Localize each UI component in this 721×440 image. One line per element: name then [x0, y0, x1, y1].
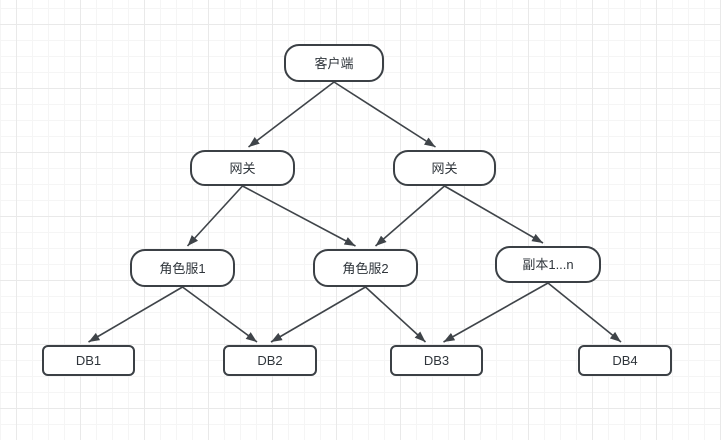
edge-dungeon-db4[interactable]: [547, 282, 622, 343]
edge-client-gateway1[interactable]: [248, 81, 335, 148]
node-role-server-2[interactable]: 角色服2: [313, 249, 418, 287]
node-db1-label: DB1: [75, 353, 102, 368]
node-db2[interactable]: DB2: [223, 345, 317, 376]
node-gateway-1-label: 网关: [229, 160, 256, 176]
edge-gateway2-dungeon[interactable]: [444, 185, 544, 244]
node-db3-label: DB3: [423, 353, 450, 368]
node-db4-label: DB4: [612, 353, 638, 368]
node-role-server-2-label: 角色服2: [342, 260, 389, 276]
edge-gateway1-role2[interactable]: [242, 185, 356, 247]
node-dungeon-instances[interactable]: 副本1...n: [495, 246, 601, 283]
edge-gateway1-role1[interactable]: [186, 185, 244, 247]
node-db1[interactable]: DB1: [42, 345, 135, 376]
edge-gateway2-role2[interactable]: [374, 185, 446, 247]
node-db3[interactable]: DB3: [390, 345, 483, 376]
edge-dungeon-db3[interactable]: [443, 282, 549, 343]
edge-role2-db3[interactable]: [364, 286, 427, 343]
node-db2-label: DB2: [257, 353, 283, 368]
node-db4[interactable]: DB4: [578, 345, 672, 376]
node-gateway-1[interactable]: 网关: [190, 150, 295, 186]
edge-role1-db1[interactable]: [88, 286, 183, 343]
edge-role1-db2[interactable]: [182, 286, 258, 343]
node-client[interactable]: 客户端: [284, 44, 384, 82]
node-gateway-2[interactable]: 网关: [393, 150, 496, 186]
node-role-server-1-label: 角色服1: [159, 260, 206, 276]
edge-role2-db2[interactable]: [270, 286, 366, 343]
node-role-server-1[interactable]: 角色服1: [130, 249, 235, 287]
edge-client-gateway2[interactable]: [333, 81, 436, 148]
node-dungeon-instances-label: 副本1...n: [522, 257, 574, 272]
node-client-label: 客户端: [314, 55, 354, 71]
node-gateway-2-label: 网关: [431, 160, 458, 176]
